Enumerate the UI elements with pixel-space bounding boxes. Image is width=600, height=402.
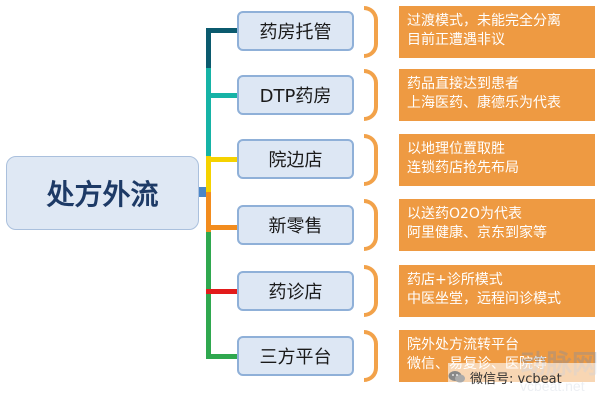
desc-line: 上海医药、康德乐为代表 — [407, 95, 561, 111]
brace — [364, 6, 378, 58]
trunk-segment — [206, 28, 211, 68]
trunk-segment — [206, 68, 211, 156]
branch-node-pharmacy-clinic: 药诊店 — [237, 271, 354, 311]
branch-node-dtp-pharmacy: DTP药房 — [237, 75, 354, 115]
desc-line: 药店+诊所模式 — [407, 272, 503, 288]
desc-box: 药店+诊所模式 中医坐堂，远程问诊模式 — [399, 265, 595, 317]
brace — [364, 265, 378, 317]
desc-box: 以送药O2O为代表 阿里健康、京东到家等 — [399, 199, 595, 251]
desc-line: 以地理位置取胜 — [407, 141, 505, 157]
trunk-segment — [206, 232, 211, 272]
root-node: 处方外流 — [6, 156, 199, 230]
branch-node-new-retail: 新零售 — [237, 205, 354, 245]
branch-line — [206, 354, 238, 359]
brace — [364, 330, 378, 382]
trunk-segment — [206, 192, 211, 232]
wechat-icon — [448, 371, 465, 383]
desc-line: 连锁药店抢先布局 — [407, 160, 519, 176]
brace — [364, 69, 378, 121]
desc-box: 以地理位置取胜 连锁药店抢先布局 — [399, 134, 595, 186]
trunk-segment — [206, 272, 211, 358]
branch-line — [206, 289, 238, 294]
trunk-segment — [206, 156, 211, 192]
brace — [364, 134, 378, 186]
desc-line: 院外处方流转平台 — [407, 337, 519, 353]
watermark-text: 微信号: vcbeat — [470, 371, 562, 387]
branch-line — [206, 93, 238, 98]
branch-node-pharmacy-custody: 药房托管 — [237, 11, 354, 51]
desc-line: 目前正遭遇非议 — [407, 32, 505, 48]
desc-line: 中医坐堂，远程问诊模式 — [407, 291, 561, 307]
desc-line: 药品直接达到患者 — [407, 76, 519, 92]
root-connector — [199, 187, 209, 197]
watermark: 微信号: vcbeat — [448, 363, 598, 391]
desc-line: 阿里健康、京东到家等 — [407, 225, 547, 241]
branch-line — [206, 157, 238, 162]
branch-line — [206, 225, 238, 230]
branch-node-third-party-platform: 三方平台 — [237, 336, 354, 376]
branch-node-hospital-side-store: 院边店 — [237, 139, 354, 179]
desc-box: 药品直接达到患者 上海医药、康德乐为代表 — [399, 69, 595, 121]
brace — [364, 199, 378, 251]
desc-line: 过渡模式，未能完全分离 — [407, 13, 561, 29]
branch-line — [206, 28, 238, 33]
desc-line: 以送药O2O为代表 — [407, 206, 522, 222]
desc-box: 过渡模式，未能完全分离 目前正遭遇非议 — [399, 6, 595, 58]
